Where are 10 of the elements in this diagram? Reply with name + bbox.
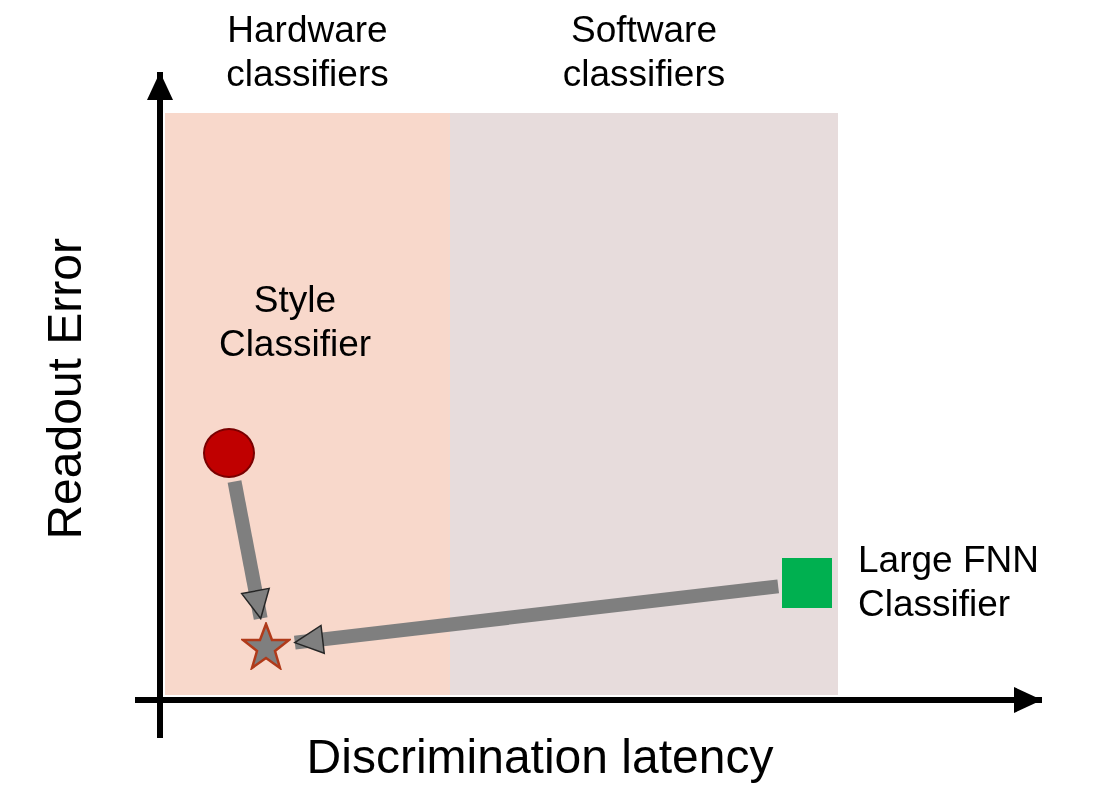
arrow xyxy=(294,579,779,654)
region-heading: Software classifiers xyxy=(561,8,727,97)
star-marker xyxy=(241,622,291,670)
axis-title: Readout Error xyxy=(37,237,93,542)
marker-label: Style Classifier xyxy=(217,278,373,367)
square-marker xyxy=(782,558,832,608)
arrow xyxy=(227,480,270,620)
marker-label: Large FNN Classifier xyxy=(858,538,1040,627)
axis-title: Discrimination latency xyxy=(305,729,775,785)
region-heading: Hardware classifiers xyxy=(225,8,390,97)
